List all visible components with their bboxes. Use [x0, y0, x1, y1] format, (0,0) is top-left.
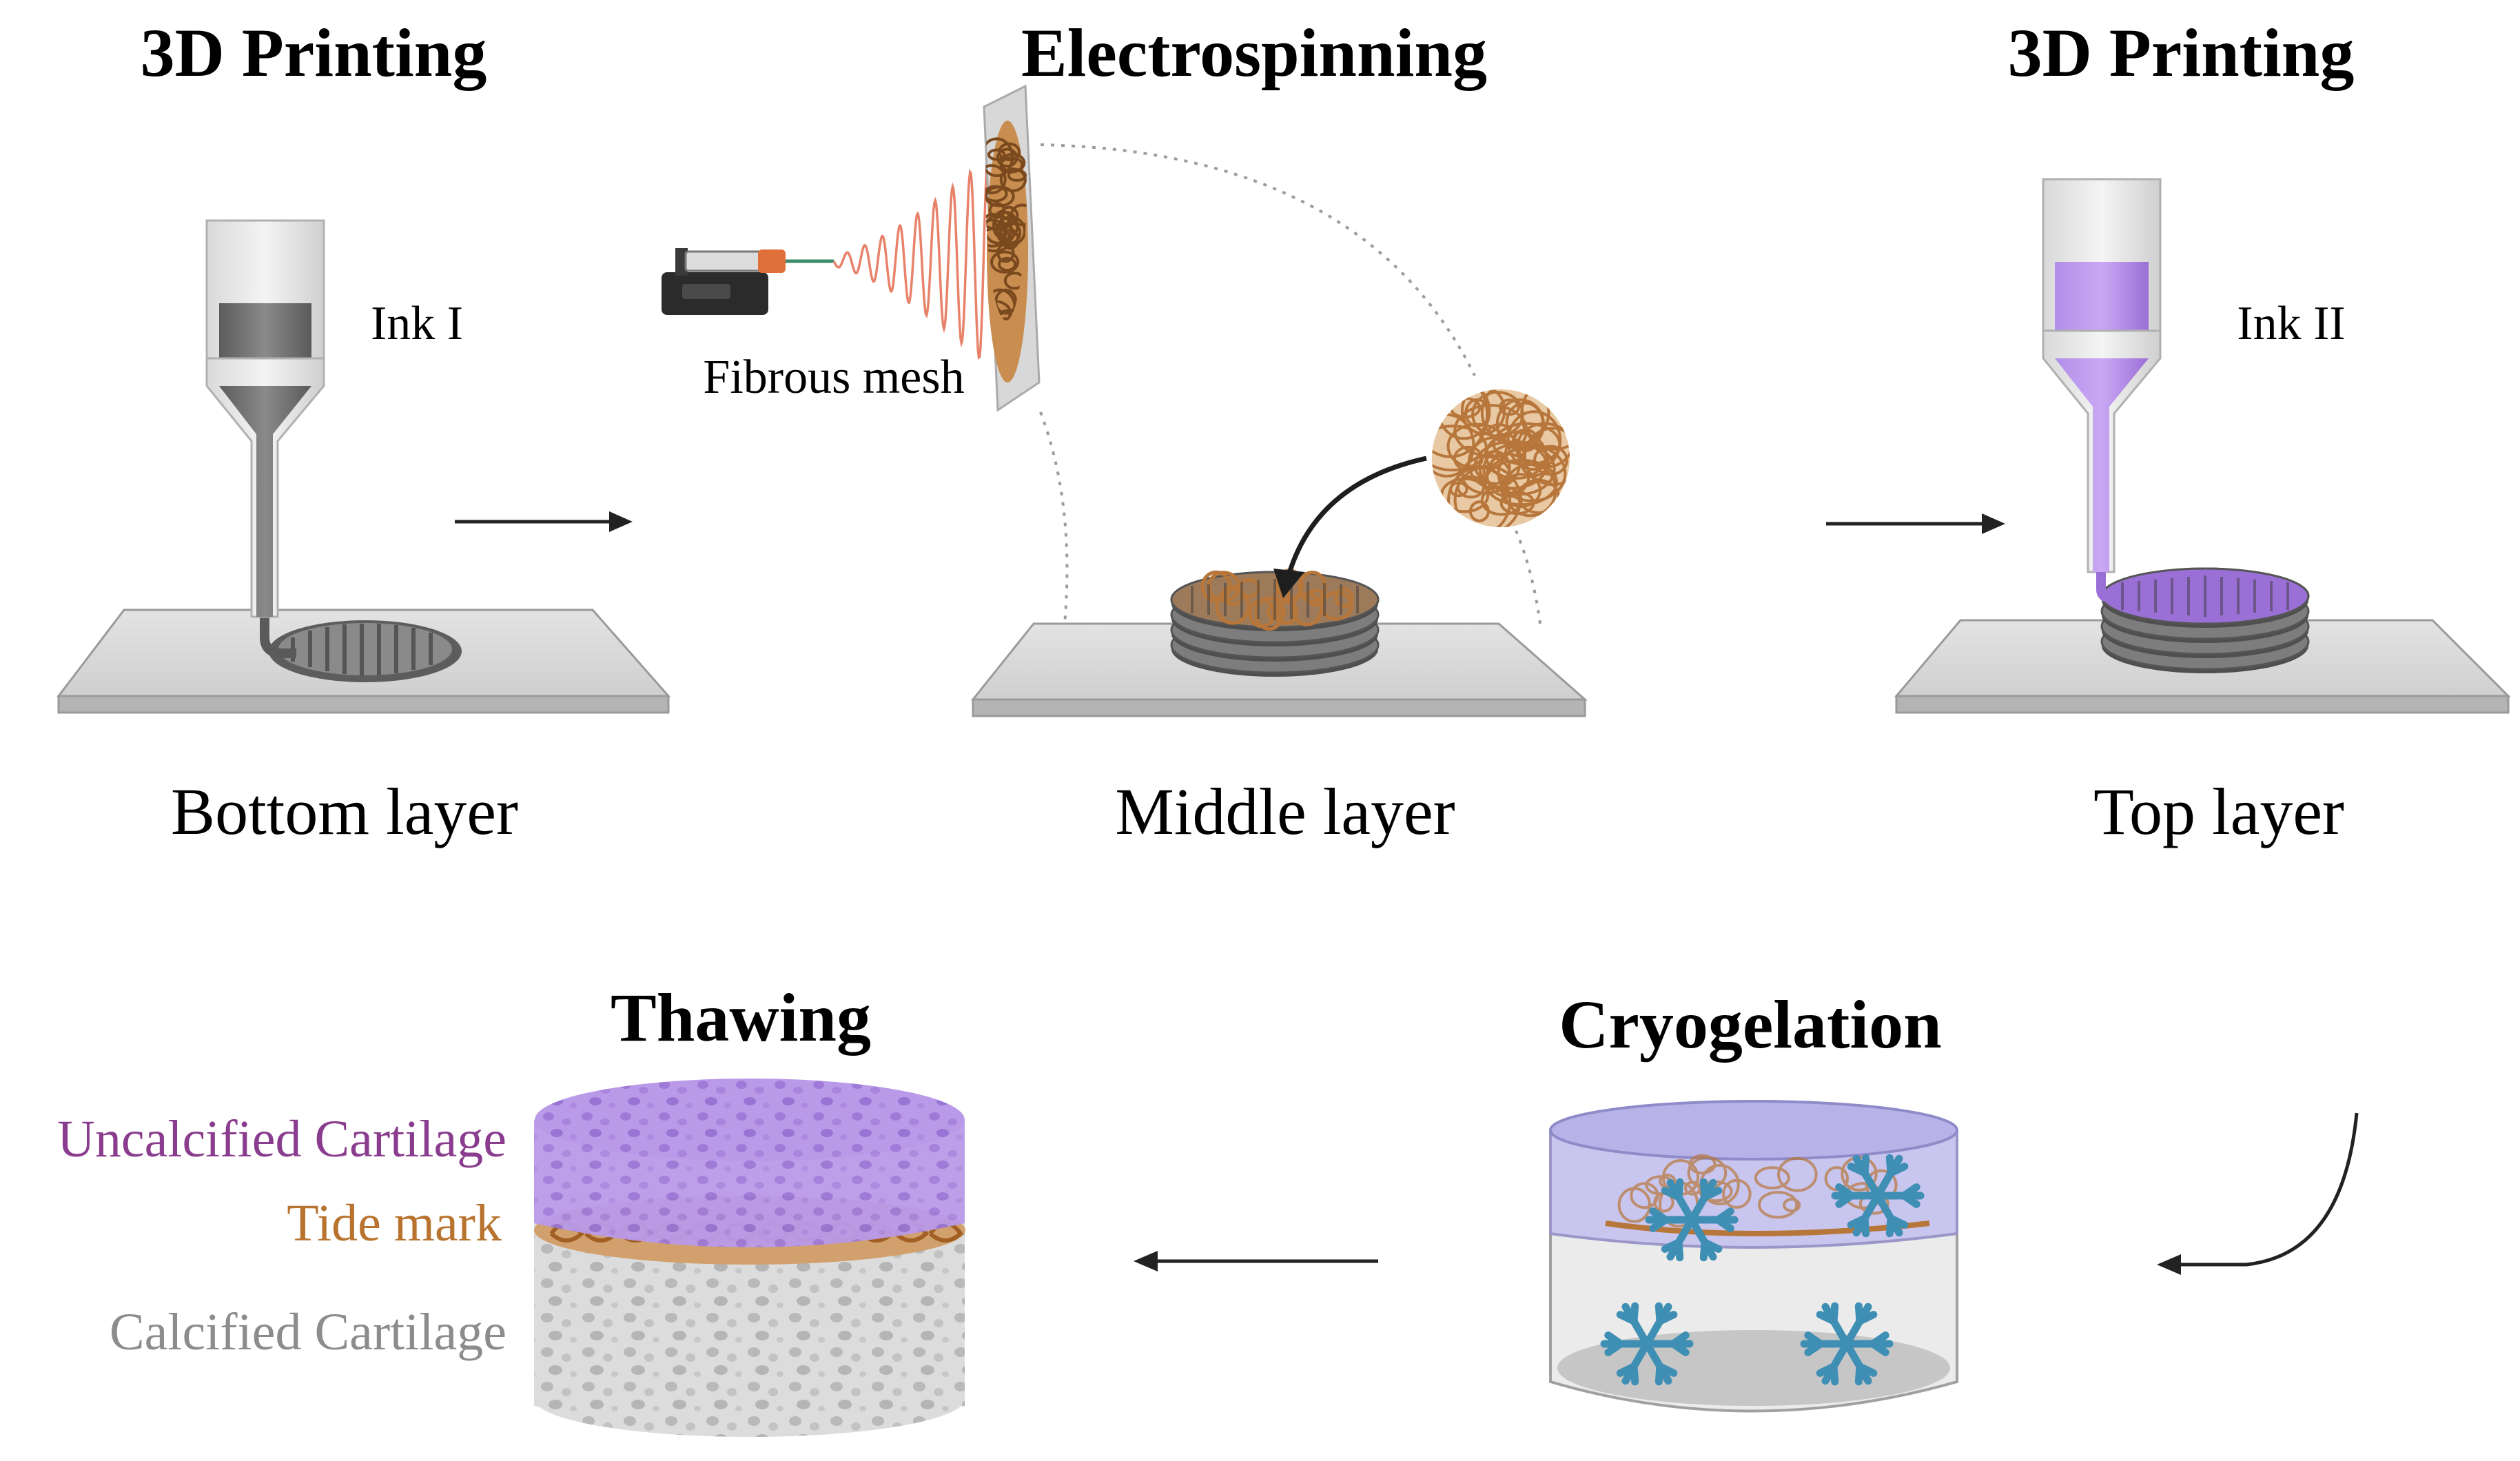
thaw-step-title: Thawing	[611, 979, 871, 1056]
middle-layer-caption: Middle layer	[1115, 775, 1455, 848]
syringe-pump-icon	[662, 248, 834, 315]
uncalcified-cartilage-label: Uncalcified Cartilage	[57, 1110, 506, 1168]
ink-one-label: Ink I	[371, 297, 463, 350]
cryogelation-jar	[1549, 1100, 1958, 1413]
fibrous-mesh-label: Fibrous mesh	[703, 351, 964, 404]
top-layer-caption: Top layer	[2093, 775, 2344, 848]
snowflake-icon	[1600, 1302, 1694, 1386]
snowflake-icon	[1831, 1154, 1925, 1238]
snowflake-icon	[1645, 1178, 1739, 1262]
arrow-left-icon	[1134, 1251, 1378, 1271]
tide-mark-label: Tide mark	[287, 1194, 502, 1252]
ink-two-label: Ink II	[2237, 297, 2345, 350]
calcified-cartilage-label: Calcified Cartilage	[110, 1303, 506, 1361]
bottom-layer-caption: Bottom layer	[171, 775, 518, 848]
bottom-step-title: 3D Printing	[141, 14, 487, 91]
cryo-step-title: Cryogelation	[1559, 986, 1941, 1063]
top-step-title: 3D Printing	[2008, 14, 2355, 91]
bottom-layer-printer	[56, 219, 671, 714]
top-layer-printer	[1894, 178, 2511, 714]
arrow-left-icon	[2157, 1112, 2359, 1275]
snowflake-icon	[1800, 1302, 1894, 1386]
electrospinning-setup	[662, 84, 1588, 717]
arrow-right-icon	[1826, 513, 2005, 534]
scaffold-cylinder	[534, 1079, 965, 1437]
arrow-right-icon	[455, 511, 633, 532]
middle-step-title: Electrospinning	[1021, 14, 1487, 91]
